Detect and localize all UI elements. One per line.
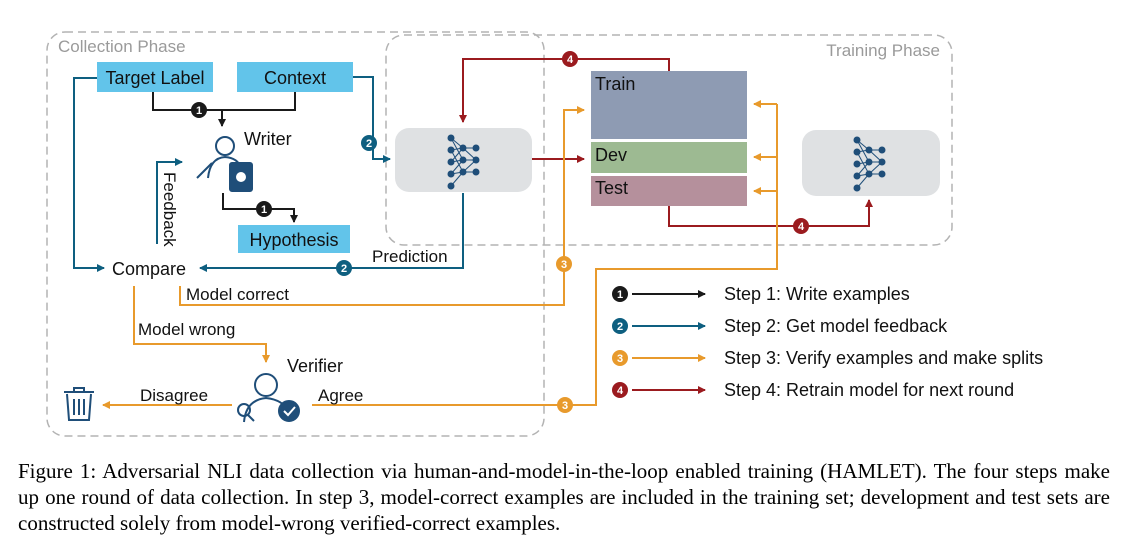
model-wrong-label: Model wrong bbox=[138, 320, 235, 339]
step4-arrow-retrain-bottom bbox=[668, 199, 873, 227]
svg-text:4: 4 bbox=[567, 54, 574, 66]
hypothesis-text: Hypothesis bbox=[249, 230, 338, 250]
svg-text:2: 2 bbox=[366, 138, 372, 150]
disagree-label: Disagree bbox=[140, 386, 208, 405]
svg-text:4: 4 bbox=[617, 385, 624, 397]
legend-item-step4: 4 Step 4: Retrain model for next round bbox=[612, 380, 1014, 400]
step2-arrow-to-compare bbox=[73, 77, 105, 272]
legend-label: Step 2: Get model feedback bbox=[724, 316, 948, 336]
svg-text:3: 3 bbox=[562, 400, 568, 412]
prediction-label: Prediction bbox=[372, 247, 448, 266]
verifier-icon bbox=[237, 373, 300, 423]
test-label: Test bbox=[595, 178, 628, 198]
target-label-text: Target Label bbox=[105, 68, 204, 88]
legend-item-step2: 2 Step 2: Get model feedback bbox=[612, 316, 948, 336]
legend-label: Step 4: Retrain model for next round bbox=[724, 380, 1014, 400]
training-phase-box bbox=[385, 34, 953, 246]
svg-text:4: 4 bbox=[798, 221, 805, 233]
context-box bbox=[237, 62, 353, 92]
step4-badge: 4 bbox=[562, 51, 578, 67]
step2-badge: 2 bbox=[336, 260, 352, 276]
svg-text:1: 1 bbox=[617, 289, 623, 301]
training-phase-label: Training Phase bbox=[826, 41, 940, 60]
dev-label: Dev bbox=[595, 145, 627, 165]
svg-text:3: 3 bbox=[561, 259, 567, 271]
step3-arrow-model-wrong bbox=[133, 286, 270, 363]
compare-label: Compare bbox=[112, 259, 186, 279]
legend-item-step1: 1 Step 1: Write examples bbox=[612, 284, 910, 304]
legend-item-step3: 3 Step 3: Verify examples and make split… bbox=[612, 348, 1043, 368]
svg-text:2: 2 bbox=[341, 263, 347, 275]
train-split bbox=[591, 71, 747, 139]
writer-label: Writer bbox=[244, 129, 292, 149]
collection-phase-label: Collection Phase bbox=[58, 37, 186, 56]
step2-badge: 2 bbox=[361, 135, 377, 151]
step4-badge: 4 bbox=[793, 218, 809, 234]
feedback-arrow bbox=[156, 158, 183, 244]
svg-text:1: 1 bbox=[196, 105, 202, 117]
legend: 1 Step 1: Write examples 2 Step 2: Get m… bbox=[612, 284, 1043, 400]
trash-icon bbox=[64, 387, 94, 421]
step3-arrow-model-correct bbox=[179, 106, 585, 306]
step1-arrow-inputs-to-writer bbox=[152, 92, 296, 126]
legend-label: Step 1: Write examples bbox=[724, 284, 910, 304]
svg-text:1: 1 bbox=[261, 204, 267, 216]
model-correct-label: Model correct bbox=[186, 285, 289, 304]
agree-label: Agree bbox=[318, 386, 363, 405]
writer-icon bbox=[196, 136, 253, 192]
feedback-label: Feedback bbox=[160, 172, 179, 247]
legend-label: Step 3: Verify examples and make splits bbox=[724, 348, 1043, 368]
hamlet-diagram: Collection Phase Training Phase Target L… bbox=[46, 31, 1043, 437]
verifier-label: Verifier bbox=[287, 356, 343, 376]
step3-badge: 3 bbox=[556, 256, 572, 272]
step1-badge: 1 bbox=[256, 201, 272, 217]
step3-badge: 3 bbox=[557, 397, 573, 413]
context-text: Context bbox=[264, 68, 326, 88]
step3-arrow-agree bbox=[312, 104, 778, 406]
neural-net-icon bbox=[853, 136, 886, 192]
step1-badge: 1 bbox=[191, 102, 207, 118]
figure-caption: Figure 1: Adversarial NLI data collectio… bbox=[18, 459, 1110, 535]
target-label-box bbox=[97, 62, 213, 92]
step2-arrow-prediction bbox=[199, 193, 464, 272]
test-split bbox=[591, 176, 747, 206]
svg-text:3: 3 bbox=[617, 353, 623, 365]
train-label: Train bbox=[595, 74, 635, 94]
step2-arrow-to-model bbox=[353, 76, 391, 163]
hypothesis-box bbox=[238, 225, 350, 253]
dev-split bbox=[591, 142, 747, 173]
svg-text:2: 2 bbox=[617, 321, 623, 333]
neural-net-icon bbox=[447, 134, 480, 190]
